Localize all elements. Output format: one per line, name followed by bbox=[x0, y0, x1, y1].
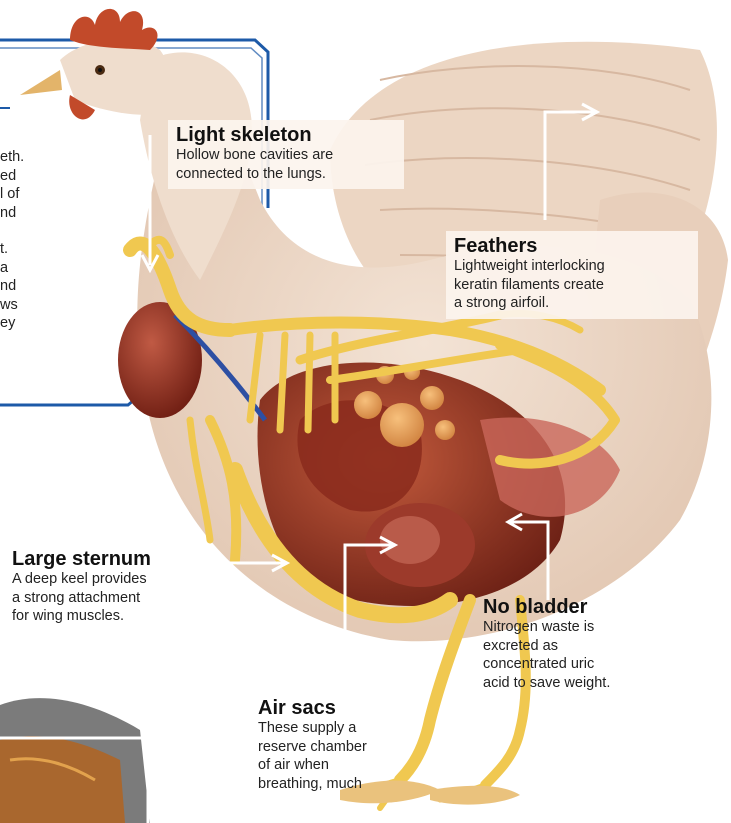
intro-text-fragments: eth. ed l of nd t. a nd ws ey bbox=[0, 148, 40, 333]
intro-fragment: ws bbox=[0, 297, 18, 313]
intro-fragment: eth. bbox=[0, 149, 24, 165]
callout-large-sternum: Large sternum A deep keel provides a str… bbox=[12, 548, 212, 626]
callout-title: Feathers bbox=[454, 235, 690, 257]
beak bbox=[20, 70, 62, 95]
callout-title: No bladder bbox=[483, 596, 683, 618]
callout-line: excreted as bbox=[483, 637, 683, 656]
secondary-illustration bbox=[0, 698, 150, 823]
callout-line: keratin filaments create bbox=[454, 276, 690, 295]
callout-line: These supply a bbox=[258, 719, 398, 738]
callout-air-sacs: Air sacs These supply a reserve chamber … bbox=[258, 697, 398, 793]
intro-fragment: a bbox=[0, 260, 8, 276]
callout-no-bladder: No bladder Nitrogen waste is excreted as… bbox=[483, 596, 683, 692]
comb bbox=[70, 9, 158, 50]
callout-line: Lightweight interlocking bbox=[454, 257, 690, 276]
intro-fragment: ey bbox=[0, 315, 15, 331]
intro-fragment: nd bbox=[0, 205, 16, 221]
intro-fragment: nd bbox=[0, 278, 16, 294]
intro-fragment: ed bbox=[0, 168, 16, 184]
callout-title: Air sacs bbox=[258, 697, 398, 719]
callout-light-skeleton: Light skeleton Hollow bone cavities are … bbox=[168, 120, 404, 189]
callout-line: acid to save weight. bbox=[483, 674, 683, 693]
callout-line: a strong attachment bbox=[12, 589, 212, 608]
callout-line: a strong airfoil. bbox=[454, 294, 690, 313]
intro-fragment: l of bbox=[0, 186, 19, 202]
callout-line: Hollow bone cavities are bbox=[176, 146, 396, 165]
callout-line: of air when bbox=[258, 756, 398, 775]
callout-line: reserve chamber bbox=[258, 738, 398, 757]
callout-line: for wing muscles. bbox=[12, 607, 212, 626]
callout-line: A deep keel provides bbox=[12, 570, 212, 589]
intro-fragment: t. bbox=[0, 241, 8, 257]
callout-title: Light skeleton bbox=[176, 124, 396, 146]
callout-line: breathing, much bbox=[258, 775, 398, 794]
callout-line: connected to the lungs. bbox=[176, 165, 396, 184]
callout-title: Large sternum bbox=[12, 548, 212, 570]
callout-line: concentrated uric bbox=[483, 655, 683, 674]
callout-feathers: Feathers Lightweight interlocking kerati… bbox=[446, 231, 698, 319]
callout-line: Nitrogen waste is bbox=[483, 618, 683, 637]
